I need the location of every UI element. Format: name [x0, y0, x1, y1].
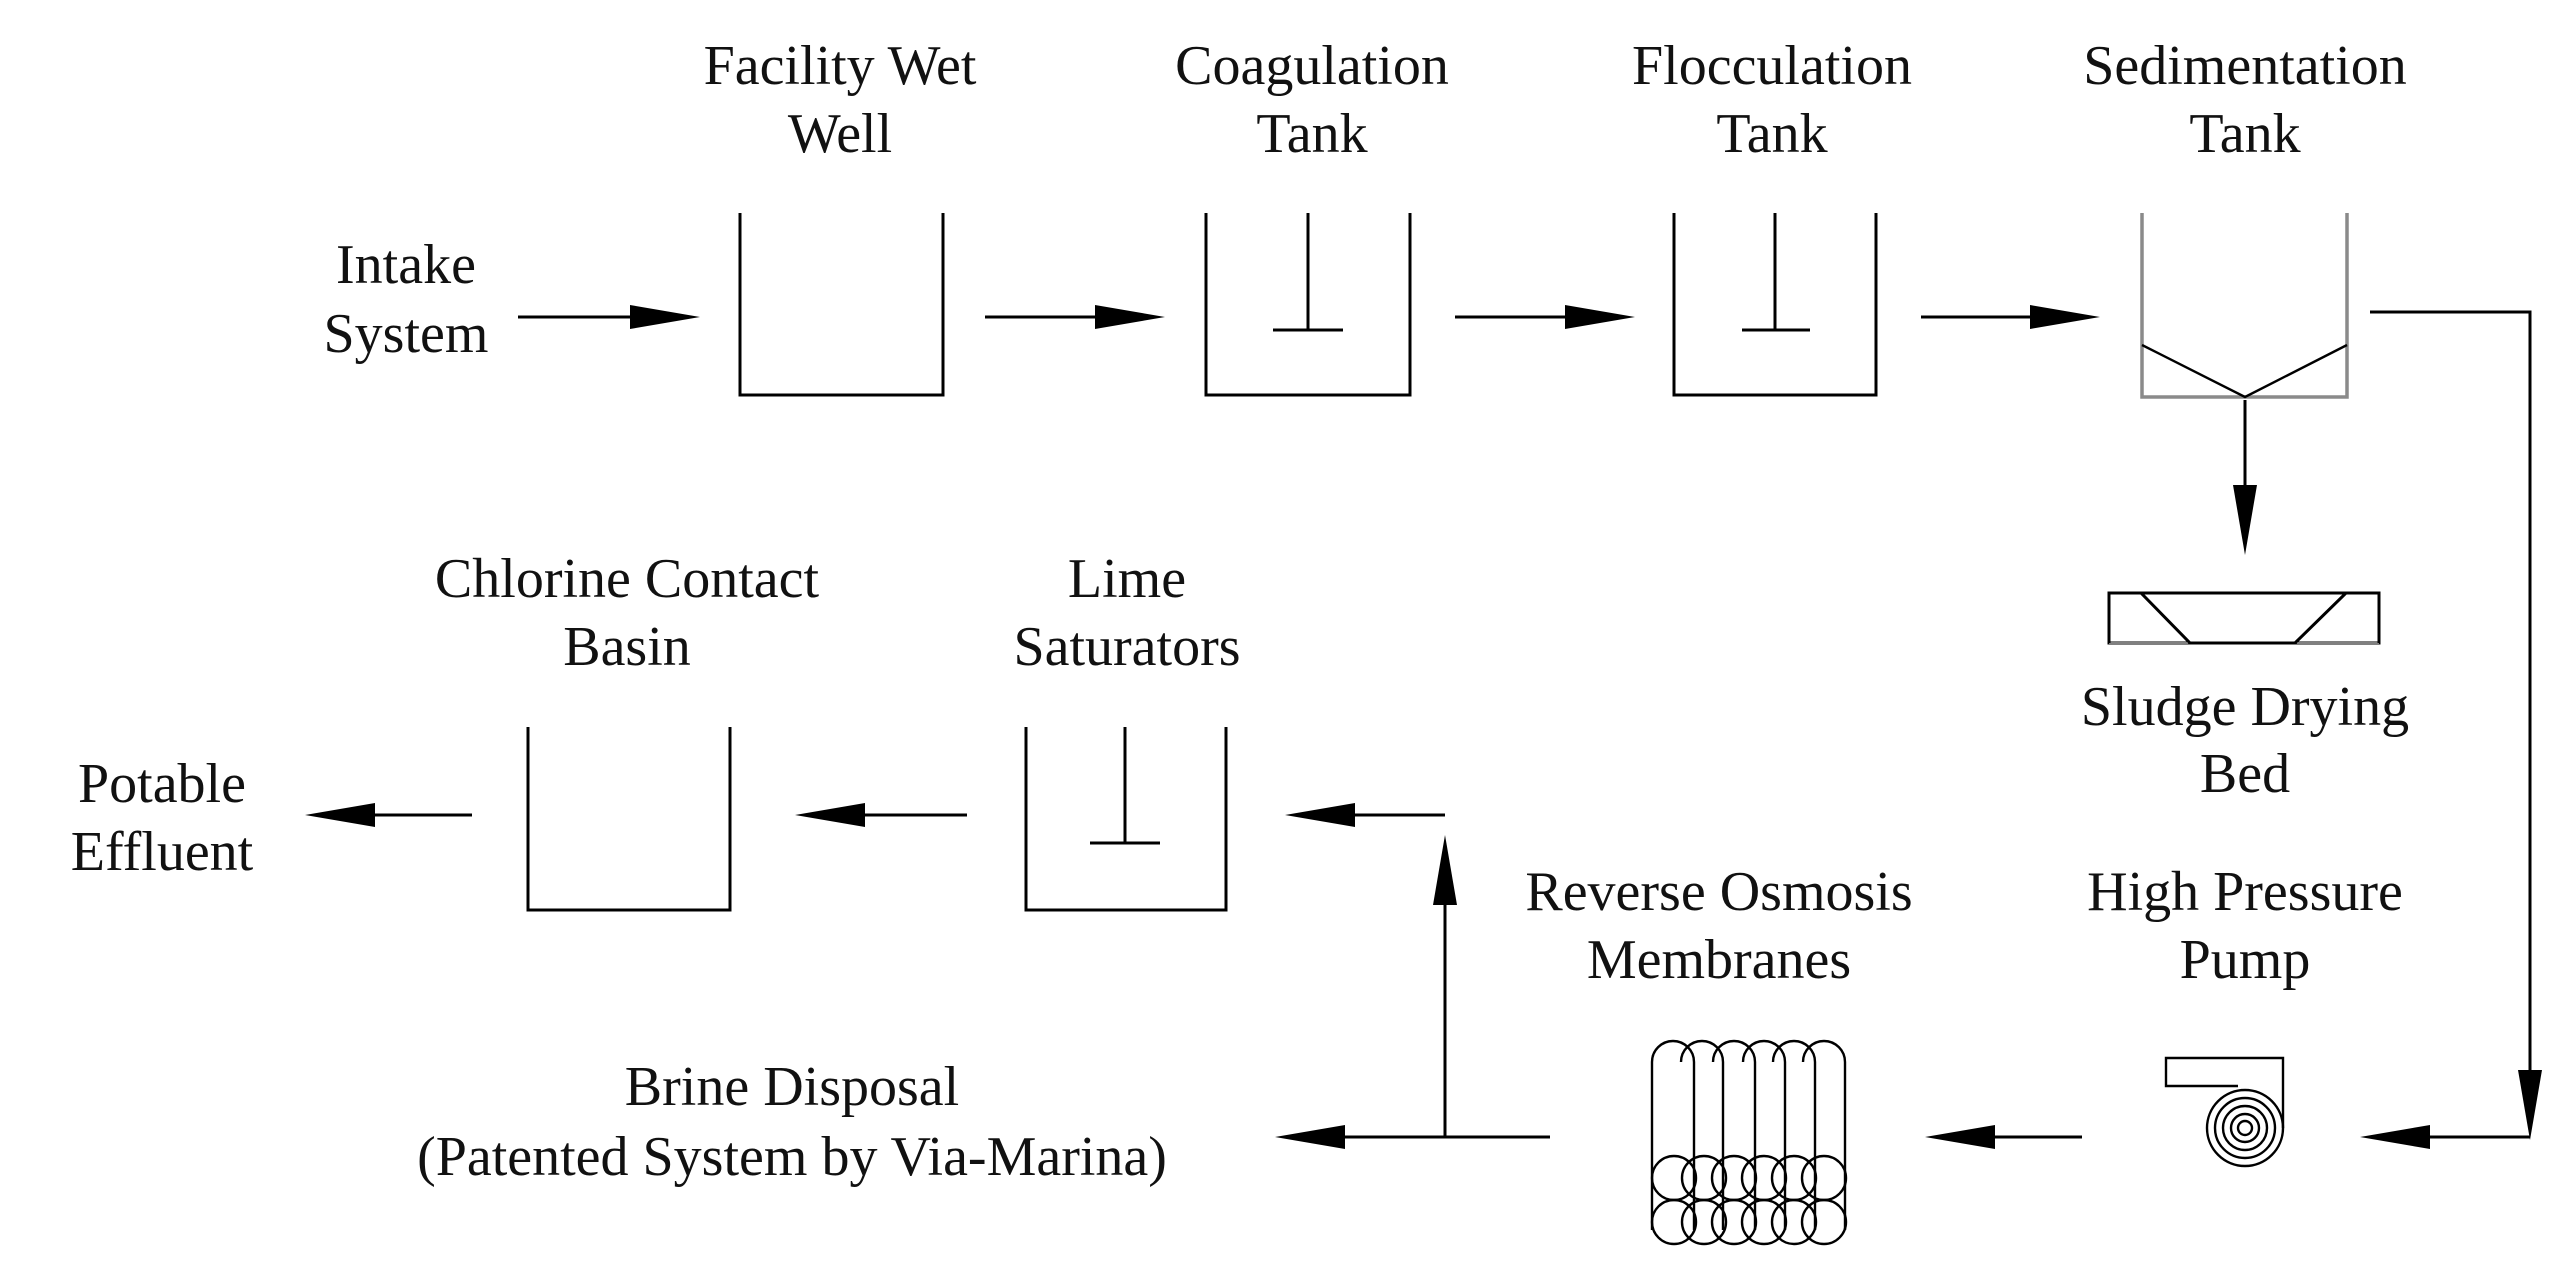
arrow-wet-well-to-coagulation [985, 305, 1165, 329]
high-pressure-pump-symbol [2164, 1056, 2285, 1168]
arrow-coagulation-to-flocculation [1455, 305, 1635, 329]
svg-text:Tank: Tank [2189, 103, 2300, 165]
svg-text:Facility Wet: Facility Wet [704, 35, 977, 97]
arrow-lime-to-chlorine [795, 803, 967, 827]
svg-text:High Pressure: High Pressure [2087, 861, 2403, 923]
arrow-feed-into-pump [2360, 1125, 2530, 1149]
svg-text:Bed: Bed [2200, 743, 2290, 805]
facility-wet-well-tank [738, 213, 945, 397]
sedimentation-tank-label: Sedimentation Tank [2083, 35, 2407, 165]
svg-text:Pump: Pump [2180, 929, 2311, 991]
reverse-osmosis-membranes-label: Reverse Osmosis Membranes [1525, 861, 1912, 991]
arrow-intake-to-wet-well [518, 305, 700, 329]
svg-text:System: System [324, 303, 489, 365]
arrow-pump-to-ro [1925, 1125, 2082, 1149]
facility-wet-well-label: Facility Wet Well [704, 35, 977, 165]
svg-text:Intake: Intake [336, 234, 476, 296]
sludge-drying-bed-label: Sludge Drying Bed [2081, 676, 2409, 805]
arrow-chlorine-to-potable [305, 803, 472, 827]
svg-text:Sedimentation: Sedimentation [2083, 35, 2407, 97]
potable-effluent-label: Potable Effluent [71, 753, 254, 883]
svg-text:Potable: Potable [78, 753, 246, 815]
svg-text:Tank: Tank [1256, 103, 1367, 165]
lime-saturators-label: Lime Saturators [1013, 548, 1240, 678]
intake-system-label: Intake System [324, 234, 489, 365]
arrow-sedimentation-to-sludge-bed [2233, 400, 2257, 555]
lime-saturator-tank [1024, 727, 1228, 912]
arrow-flocculation-to-sedimentation [1921, 305, 2100, 329]
svg-text:Chlorine Contact: Chlorine Contact [435, 548, 820, 610]
svg-text:Coagulation: Coagulation [1175, 35, 1449, 97]
brine-disposal-label: Brine Disposal (Patented System by Via-M… [417, 1056, 1167, 1188]
svg-text:(Patented System by Via-Marina: (Patented System by Via-Marina) [417, 1126, 1167, 1188]
svg-text:Basin: Basin [563, 616, 691, 678]
svg-text:Reverse Osmosis: Reverse Osmosis [1525, 861, 1912, 923]
chlorine-contact-basin-tank [526, 727, 732, 912]
svg-text:Saturators: Saturators [1013, 616, 1240, 678]
flocculation-tank [1672, 213, 1878, 397]
arrow-sedimentation-to-pump-feed [2370, 310, 2542, 1140]
svg-text:Well: Well [788, 103, 892, 165]
arrow-ro-to-lime-saturators [1285, 803, 1457, 1137]
svg-text:Lime: Lime [1068, 548, 1186, 610]
flocculation-tank-label: Flocculation Tank [1632, 35, 1912, 165]
sludge-drying-bed-shape [2107, 591, 2381, 645]
sedimentation-tank [2140, 213, 2349, 399]
high-pressure-pump-label: High Pressure Pump [2087, 861, 2403, 991]
svg-text:Brine Disposal: Brine Disposal [625, 1056, 959, 1118]
svg-text:Flocculation: Flocculation [1632, 35, 1912, 97]
svg-text:Sludge Drying: Sludge Drying [2081, 676, 2409, 738]
arrow-ro-to-brine-disposal [1275, 1125, 1550, 1149]
coagulation-tank-label: Coagulation Tank [1175, 35, 1449, 165]
svg-text:Effluent: Effluent [71, 821, 254, 883]
reverse-osmosis-membranes-symbol [1650, 1039, 1848, 1246]
chlorine-contact-basin-label: Chlorine Contact Basin [435, 548, 820, 678]
svg-text:Membranes: Membranes [1587, 929, 1851, 991]
svg-text:Tank: Tank [1716, 103, 1827, 165]
coagulation-tank [1204, 213, 1412, 397]
